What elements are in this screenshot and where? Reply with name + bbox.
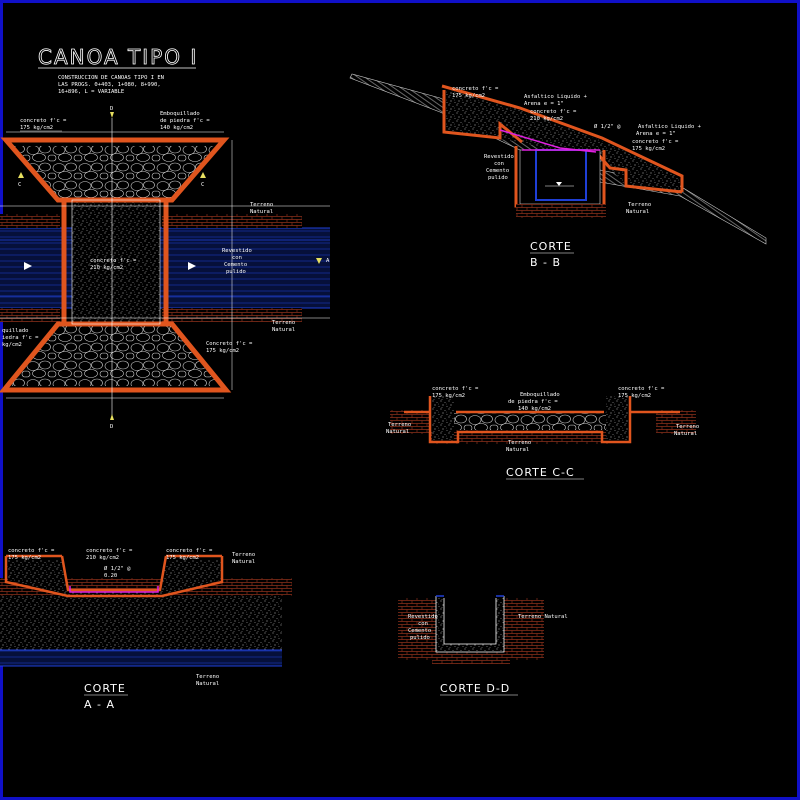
- aa-label-terreno-bottom-2: Natural: [196, 681, 219, 687]
- bb-caption-2: B - B: [530, 256, 561, 269]
- cc-label-terreno-right-1: Terreno: [676, 424, 699, 430]
- plan-label-emboquillado-left-2: iedra f'c =: [2, 335, 39, 341]
- aa-label-terreno-right-2: Natural: [232, 559, 255, 565]
- cc-label-concreto-right-2: 175 kg/cm2: [618, 393, 651, 399]
- section-dd: Revestido con Cemento pulido Terreno Nat…: [398, 595, 568, 696]
- plan-label-emboquillado-2: de piedra f'c =: [160, 118, 210, 124]
- aa-label-concreto-left-2: 175 kg/cm2: [8, 555, 41, 561]
- bb-label-rebar: Ø 1/2" @: [594, 123, 621, 130]
- plan-marker-c-right: C: [201, 182, 204, 188]
- bb-label-revestido-3: Cemento: [486, 168, 509, 174]
- aa-label-concreto-mid-1: concreto f'c =: [86, 548, 133, 554]
- plan-marker-c-left: C: [18, 182, 21, 188]
- title-note-3: 16+896, L = VARIABLE: [58, 89, 124, 95]
- plan-marker-d-top: D: [110, 106, 113, 112]
- plan-label-revestido-1: Revestido: [222, 248, 252, 254]
- bb-label-concreto-c-1: concreto f'c =: [632, 139, 679, 145]
- plan-label-revestido-4: pulido: [226, 269, 246, 275]
- title-note-1: CONSTRUCCION DE CANOAS TIPO I EN: [58, 75, 164, 81]
- bb-label-concreto-b-2: 210 kg/cm2: [530, 116, 563, 122]
- cc-label-emboquillado-3: 140 kg/cm2: [518, 406, 551, 412]
- bb-caption-1: CORTE: [530, 240, 572, 253]
- dd-label-terreno: Terreno Natural: [518, 614, 568, 620]
- cc-caption: CORTE C-C: [506, 466, 575, 479]
- plan-label-emboquillado-3: 140 kg/cm2: [160, 125, 193, 131]
- aa-label-concreto-left-1: concreto f'c =: [8, 548, 55, 554]
- dd-label-revestido-1: Revestido: [408, 614, 438, 620]
- cc-label-emboquillado-2: de piedra f'c =: [508, 399, 558, 405]
- drawing-title: CANOA TIPO I: [38, 45, 198, 69]
- plan-label-concreto-lower-2: 175 kg/cm2: [206, 348, 239, 354]
- bb-label-concreto-a-2: 175 kg/cm2: [452, 93, 485, 99]
- bb-label-concreto-a-1: concreto f'c =: [452, 86, 499, 92]
- bb-label-asfaltico-b-1: Asfaltico Liquido +: [638, 124, 702, 130]
- bb-label-terreno-1: Terreno: [628, 202, 651, 208]
- cc-label-terreno-center-1: Terreno: [508, 440, 531, 446]
- aa-caption-1: CORTE: [84, 682, 126, 695]
- bb-label-concreto-c-2: 175 kg/cm2: [632, 146, 665, 152]
- cc-label-terreno-right-2: Natural: [674, 431, 697, 437]
- aa-label-concreto-right-1: concreto f'c =: [166, 548, 213, 554]
- aa-label-rebar-1: Ø 1/2" @: [104, 565, 131, 572]
- cc-label-emboquillado-1: Emboquillado: [520, 392, 560, 398]
- aa-label-terreno-bottom-1: Terreno: [196, 674, 219, 680]
- cc-label-concreto-left-2: 175 kg/cm2: [432, 393, 465, 399]
- aa-label-concreto-mid-2: 210 kg/cm2: [86, 555, 119, 561]
- plan-view: C C D D A concreto f'c = 175 kg/cm2 Embo…: [0, 106, 330, 430]
- dd-label-revestido-3: Cemento: [408, 628, 431, 634]
- cc-label-concreto-right-1: concreto f'c =: [618, 386, 665, 392]
- plan-label-emboquillado-left-3: kg/cm2: [2, 342, 22, 348]
- title-note-2: LAS PROGS. 0+403, 1+080, 8+990,: [58, 82, 161, 88]
- plan-label-emboquillado-left-1: quillado: [2, 328, 29, 334]
- dd-caption: CORTE D-D: [440, 682, 510, 695]
- plan-label-terreno-lower-2: Natural: [272, 327, 295, 333]
- cc-label-terreno-left-2: Natural: [386, 429, 409, 435]
- section-bb: concreto f'c = 175 kg/cm2 Asfaltico Liqu…: [349, 73, 767, 269]
- aa-caption-2: A - A: [84, 698, 115, 711]
- cc-label-terreno-left-1: Terreno: [388, 422, 411, 428]
- plan-label-concreto-top-1: concreto f'c =: [20, 118, 67, 124]
- plan-bottom-apron: [8, 324, 222, 386]
- bb-label-revestido-1: Revestido: [484, 154, 514, 160]
- bb-label-revestido-4: pulido: [488, 175, 508, 181]
- dd-label-revestido-2: con: [418, 621, 428, 627]
- bb-label-terreno-2: Natural: [626, 209, 649, 215]
- section-aa: concreto f'c = 175 kg/cm2 concreto f'c =…: [0, 548, 292, 711]
- bb-label-asfaltico-a-2: Arena e = 1": [524, 101, 564, 107]
- plan-marker-a: A: [326, 258, 330, 264]
- bb-label-concreto-b-1: concreto f'c =: [530, 109, 577, 115]
- title-block: CANOA TIPO I CONSTRUCCION DE CANOAS TIPO…: [38, 45, 198, 95]
- aa-label-concreto-right-2: 175 kg/cm2: [166, 555, 199, 561]
- cc-label-terreno-center-2: Natural: [506, 447, 529, 453]
- plan-label-revestido-2: con: [232, 255, 242, 261]
- plan-label-revestido-3: Cemento: [224, 262, 247, 268]
- plan-top-apron: [8, 146, 222, 200]
- plan-concrete-deck: [72, 200, 160, 324]
- plan-label-terreno-lower-1: Terreno: [272, 320, 295, 326]
- aa-label-terreno-right-1: Terreno: [232, 552, 255, 558]
- plan-label-concreto-top-2: 175 kg/cm2: [20, 125, 53, 131]
- bb-label-asfaltico-a-1: Asfaltico Liquido +: [524, 94, 588, 100]
- plan-label-concreto-lower-1: Concreto f'c =: [206, 341, 253, 347]
- plan-label-concreto-center-2: 210 kg/cm2: [90, 265, 123, 271]
- aa-label-rebar-2: 0.20: [104, 573, 117, 579]
- plan-label-emboquillado-1: Emboquillado: [160, 111, 200, 117]
- bb-label-asfaltico-b-2: Arena e = 1": [636, 131, 676, 137]
- plan-label-concreto-center-1: concreto f'c =: [90, 258, 137, 264]
- plan-label-terreno-2: Natural: [250, 209, 273, 215]
- section-cc: concreto f'c = 175 kg/cm2 Emboquillado d…: [386, 386, 699, 480]
- plan-label-terreno-1: Terreno: [250, 202, 273, 208]
- cc-label-concreto-left-1: concreto f'c =: [432, 386, 479, 392]
- bb-label-revestido-2: con: [494, 161, 504, 167]
- plan-marker-d-bottom: D: [110, 424, 113, 430]
- dd-label-revestido-4: pulido: [410, 635, 430, 641]
